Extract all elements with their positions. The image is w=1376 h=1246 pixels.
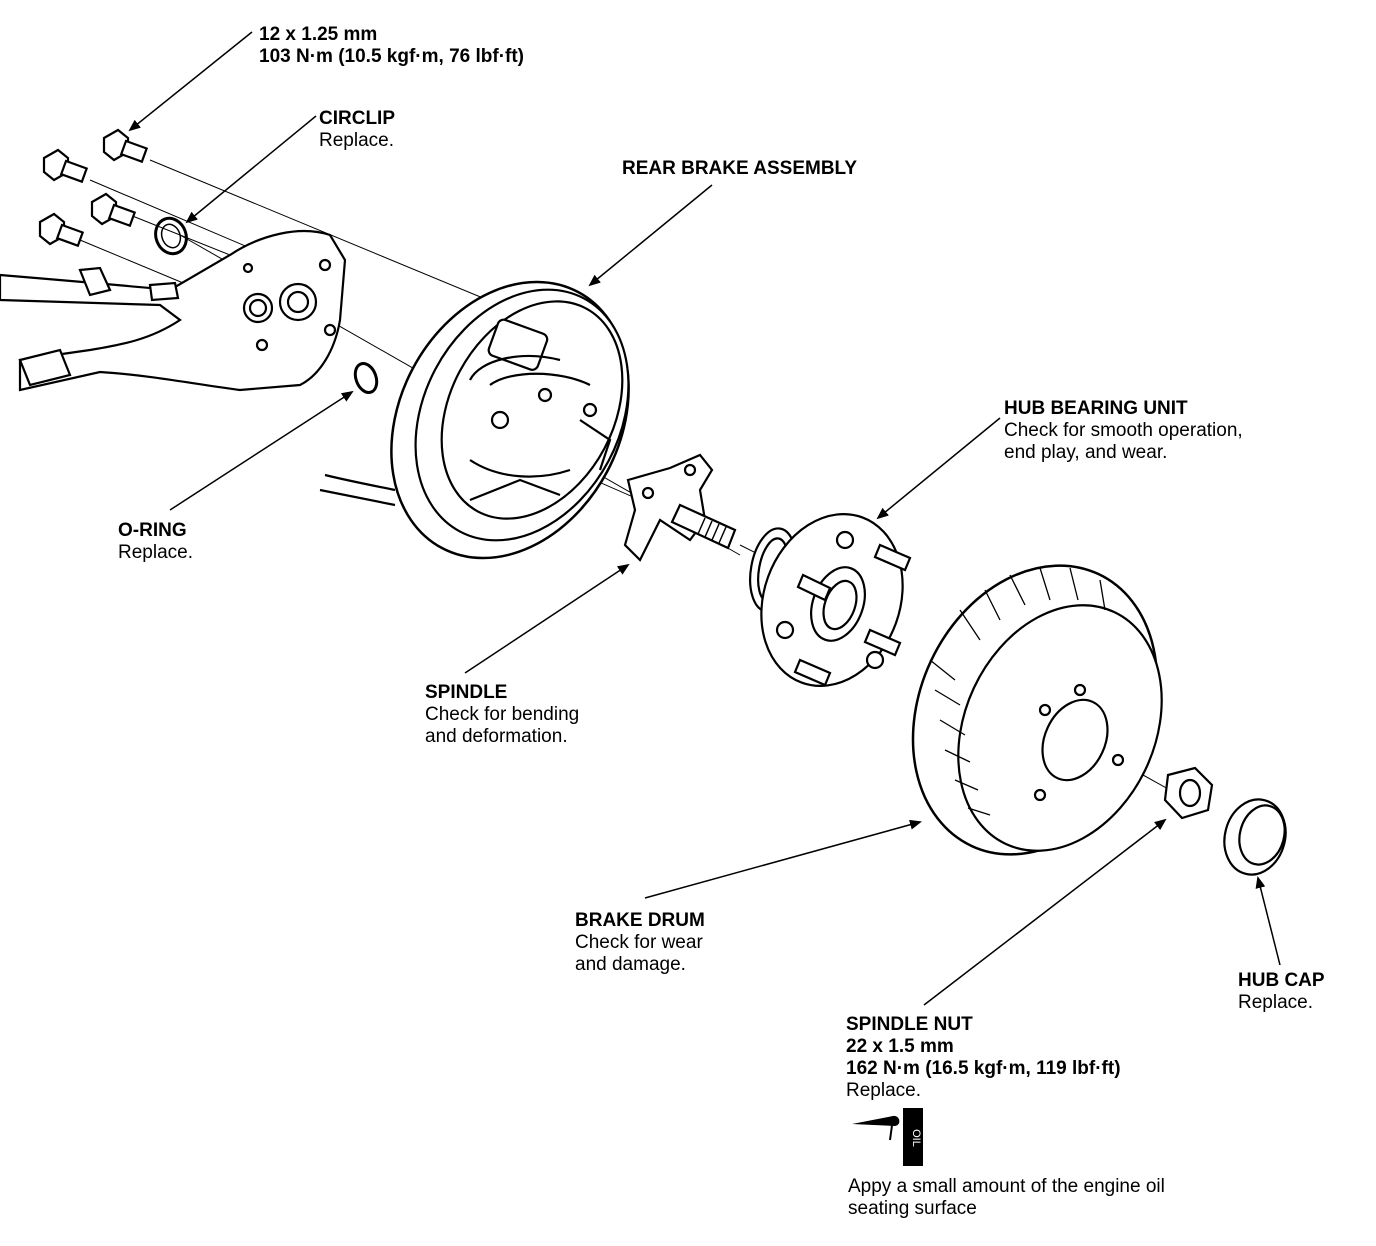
spindle-nut-torque: 162 N·m (16.5 kgf·m, 119 lbf·ft) [846, 1058, 1121, 1079]
spindle-note-2: and deformation. [425, 726, 568, 747]
spindle-note-1: Check for bending [425, 704, 580, 725]
hub-bearing-unit-name: HUB BEARING UNIT [1004, 398, 1188, 419]
o-ring-label: O-RING Replace. [118, 520, 193, 564]
brake-drum-note-1: Check for wear [575, 932, 703, 953]
arrow-o-ring [169, 390, 354, 511]
brake-drum-name: BRAKE DRUM [575, 910, 705, 931]
arrow-circlip [185, 115, 317, 224]
bolt-3 [90, 192, 137, 228]
brake-drum-note-2: and damage. [575, 954, 686, 975]
bolt-4 [38, 212, 85, 248]
spindle-nut-note: Replace. [846, 1080, 921, 1101]
arrow-bolts [128, 31, 253, 132]
oil-note-line-2: seating surface [848, 1198, 977, 1219]
brake-drum [911, 564, 1163, 856]
circlip-note: Replace. [319, 130, 394, 151]
spindle [623, 453, 737, 562]
hub-bearing-unit-note-1: Check for smooth operation, [1004, 420, 1243, 441]
hub-bearing-unit-label: HUB BEARING UNIT Check for smooth operat… [1004, 398, 1243, 464]
o-ring-note: Replace. [118, 542, 193, 563]
o-ring [353, 361, 379, 395]
arrow-hub-cap [1255, 876, 1281, 966]
hub-cap-label: HUB CAP Replace. [1238, 970, 1325, 1014]
hub-bearing-unit [749, 512, 912, 688]
brake-drum-label: BRAKE DRUM Check for wear and damage. [575, 910, 705, 976]
bolts-label: 12 x 1.25 mm 103 N·m (10.5 kgf·m, 76 lbf… [259, 24, 524, 68]
rear-brake-assembly [319, 280, 630, 560]
arrow-spindle [464, 563, 630, 674]
hub-cap-name: HUB CAP [1238, 970, 1325, 991]
o-ring-name: O-RING [118, 520, 187, 541]
spindle-nut-label: SPINDLE NUT 22 x 1.5 mm 162 N·m (16.5 kg… [846, 1014, 1121, 1102]
spindle-label: SPINDLE Check for bending and deformatio… [425, 682, 579, 748]
bolts-torque: 103 N·m (10.5 kgf·m, 76 lbf·ft) [259, 46, 524, 67]
hub-cap-note: Replace. [1238, 992, 1313, 1013]
leader-arrows [128, 31, 1281, 1006]
rear-brake-assembly-name: REAR BRAKE ASSEMBLY [622, 158, 858, 179]
arrow-rear-brake [588, 184, 713, 287]
bolts-size: 12 x 1.25 mm [259, 24, 378, 45]
spindle-nut-name: SPINDLE NUT [846, 1014, 973, 1035]
mounting-bolts [38, 128, 149, 248]
circlip-name: CIRCLIP [319, 108, 395, 129]
spindle-name: SPINDLE [425, 682, 508, 703]
circlip [154, 216, 188, 256]
hub-bearing-unit-note-2: end play, and wear. [1004, 442, 1168, 463]
rear-brake-assembly-label: REAR BRAKE ASSEMBLY [622, 158, 857, 180]
oil-can-icon: OIL [852, 1108, 923, 1166]
oil-symbol-text: OIL [910, 1129, 922, 1147]
bolt-2 [42, 148, 89, 184]
arrow-brake-drum [644, 819, 922, 899]
spindle-nut [1163, 766, 1214, 820]
circlip-label: CIRCLIP Replace. [319, 108, 395, 152]
bolt-1 [102, 128, 149, 164]
spindle-nut-size: 22 x 1.5 mm [846, 1036, 954, 1057]
trailing-arm [0, 229, 347, 392]
arrow-hub-bearing [876, 417, 1001, 520]
oil-note: Appy a small amount of the engine oil se… [848, 1176, 1165, 1220]
hub-cap [1223, 798, 1287, 876]
oil-note-line-1: Appy a small amount of the engine oil [848, 1176, 1165, 1197]
arrow-spindle-nut [923, 818, 1167, 1006]
